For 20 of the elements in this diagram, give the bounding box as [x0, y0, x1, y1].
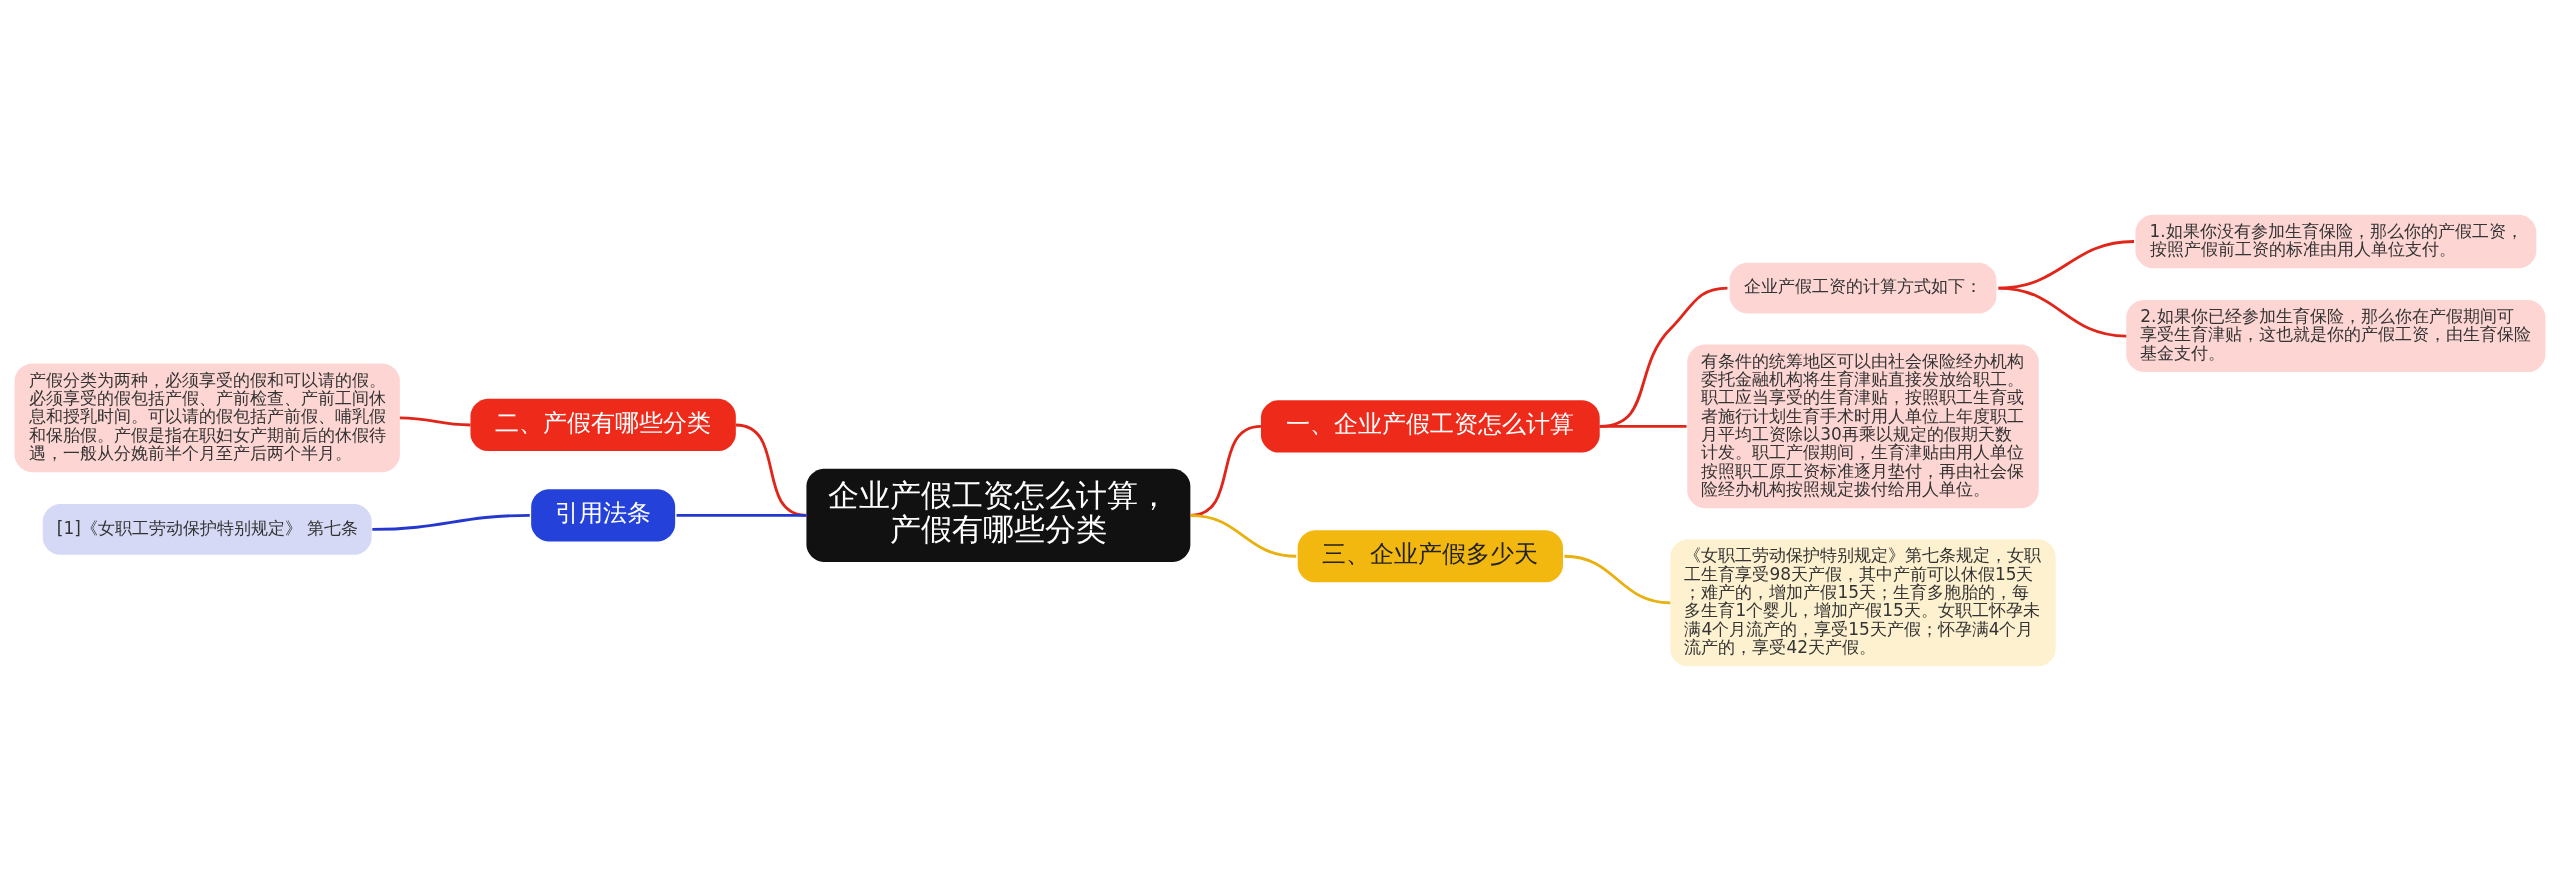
connector — [1190, 513, 1297, 558]
node-box: 产假分类为两种，必须享受的假和可以请的假。必须享受的假包括产假、产前检查、产前工间休息和授乳时间。可以请的假包括产前假、哺乳假和保胎假。产假是指在职妇女产期前后的休假待遇，一般从分娩前半个月至产后两个半月。 — [14, 363, 400, 473]
connector — [399, 416, 471, 427]
connector — [1599, 424, 1687, 428]
node-box: 2.如果你已经参加生育保险，那么你在产假期间可享受生育津贴，这也就是你的产假工资，由生育保险基金支付。 — [2126, 300, 2546, 373]
node-box: 有条件的统筹地区可以由社会保险经办机构委托金融机构将生育津贴直接发放给职工。职工应当享受的生育津贴，按照职工生育或者施行计划生育手术时用人单位上年度职工月平均工资除以30再乘以规定的假期天数计发。职工产假期间，生育津贴由用人单位按照职工原工资标准逐月垫付，再由社会保险经办机构按照规定拨付给用人单位。 — [1687, 344, 2039, 509]
connector — [1564, 554, 1671, 605]
node-box: 引用法条 — [531, 489, 676, 542]
connector — [1599, 286, 1728, 428]
node-box: 二、产假有哪些分类 — [470, 398, 736, 452]
connector — [372, 513, 530, 531]
connector — [676, 513, 807, 517]
node-box: [1]《女职工劳动保护特别规定》 第七条 — [42, 504, 372, 555]
node-box: 1.如果你没有参加生育保险，那么你的产假工资，按照产假前工资的标准由用人单位支付。 — [2135, 214, 2537, 269]
node-box: 三、企业产假多少天 — [1297, 530, 1563, 583]
connector — [1998, 286, 2127, 338]
node-box: 《女职工劳动保护特别规定》第七条规定，女职工生育享受98天产假，其中产前可以休假15天；难产的，增加产假15天；生育多胞胎的，每多生育1个婴儿，增加产假15天。女职工怀孕未满4个月流产的，享受15天产假；怀孕满4个月流产的，享受42天产假。 — [1670, 539, 2056, 667]
node-box: 企业产假工资怎么计算，产假有哪些分类 — [806, 468, 1191, 562]
node-box: 一、企业产假工资怎么计算 — [1260, 400, 1600, 453]
node-box: 企业产假工资的计算方式如下： — [1729, 262, 1997, 314]
